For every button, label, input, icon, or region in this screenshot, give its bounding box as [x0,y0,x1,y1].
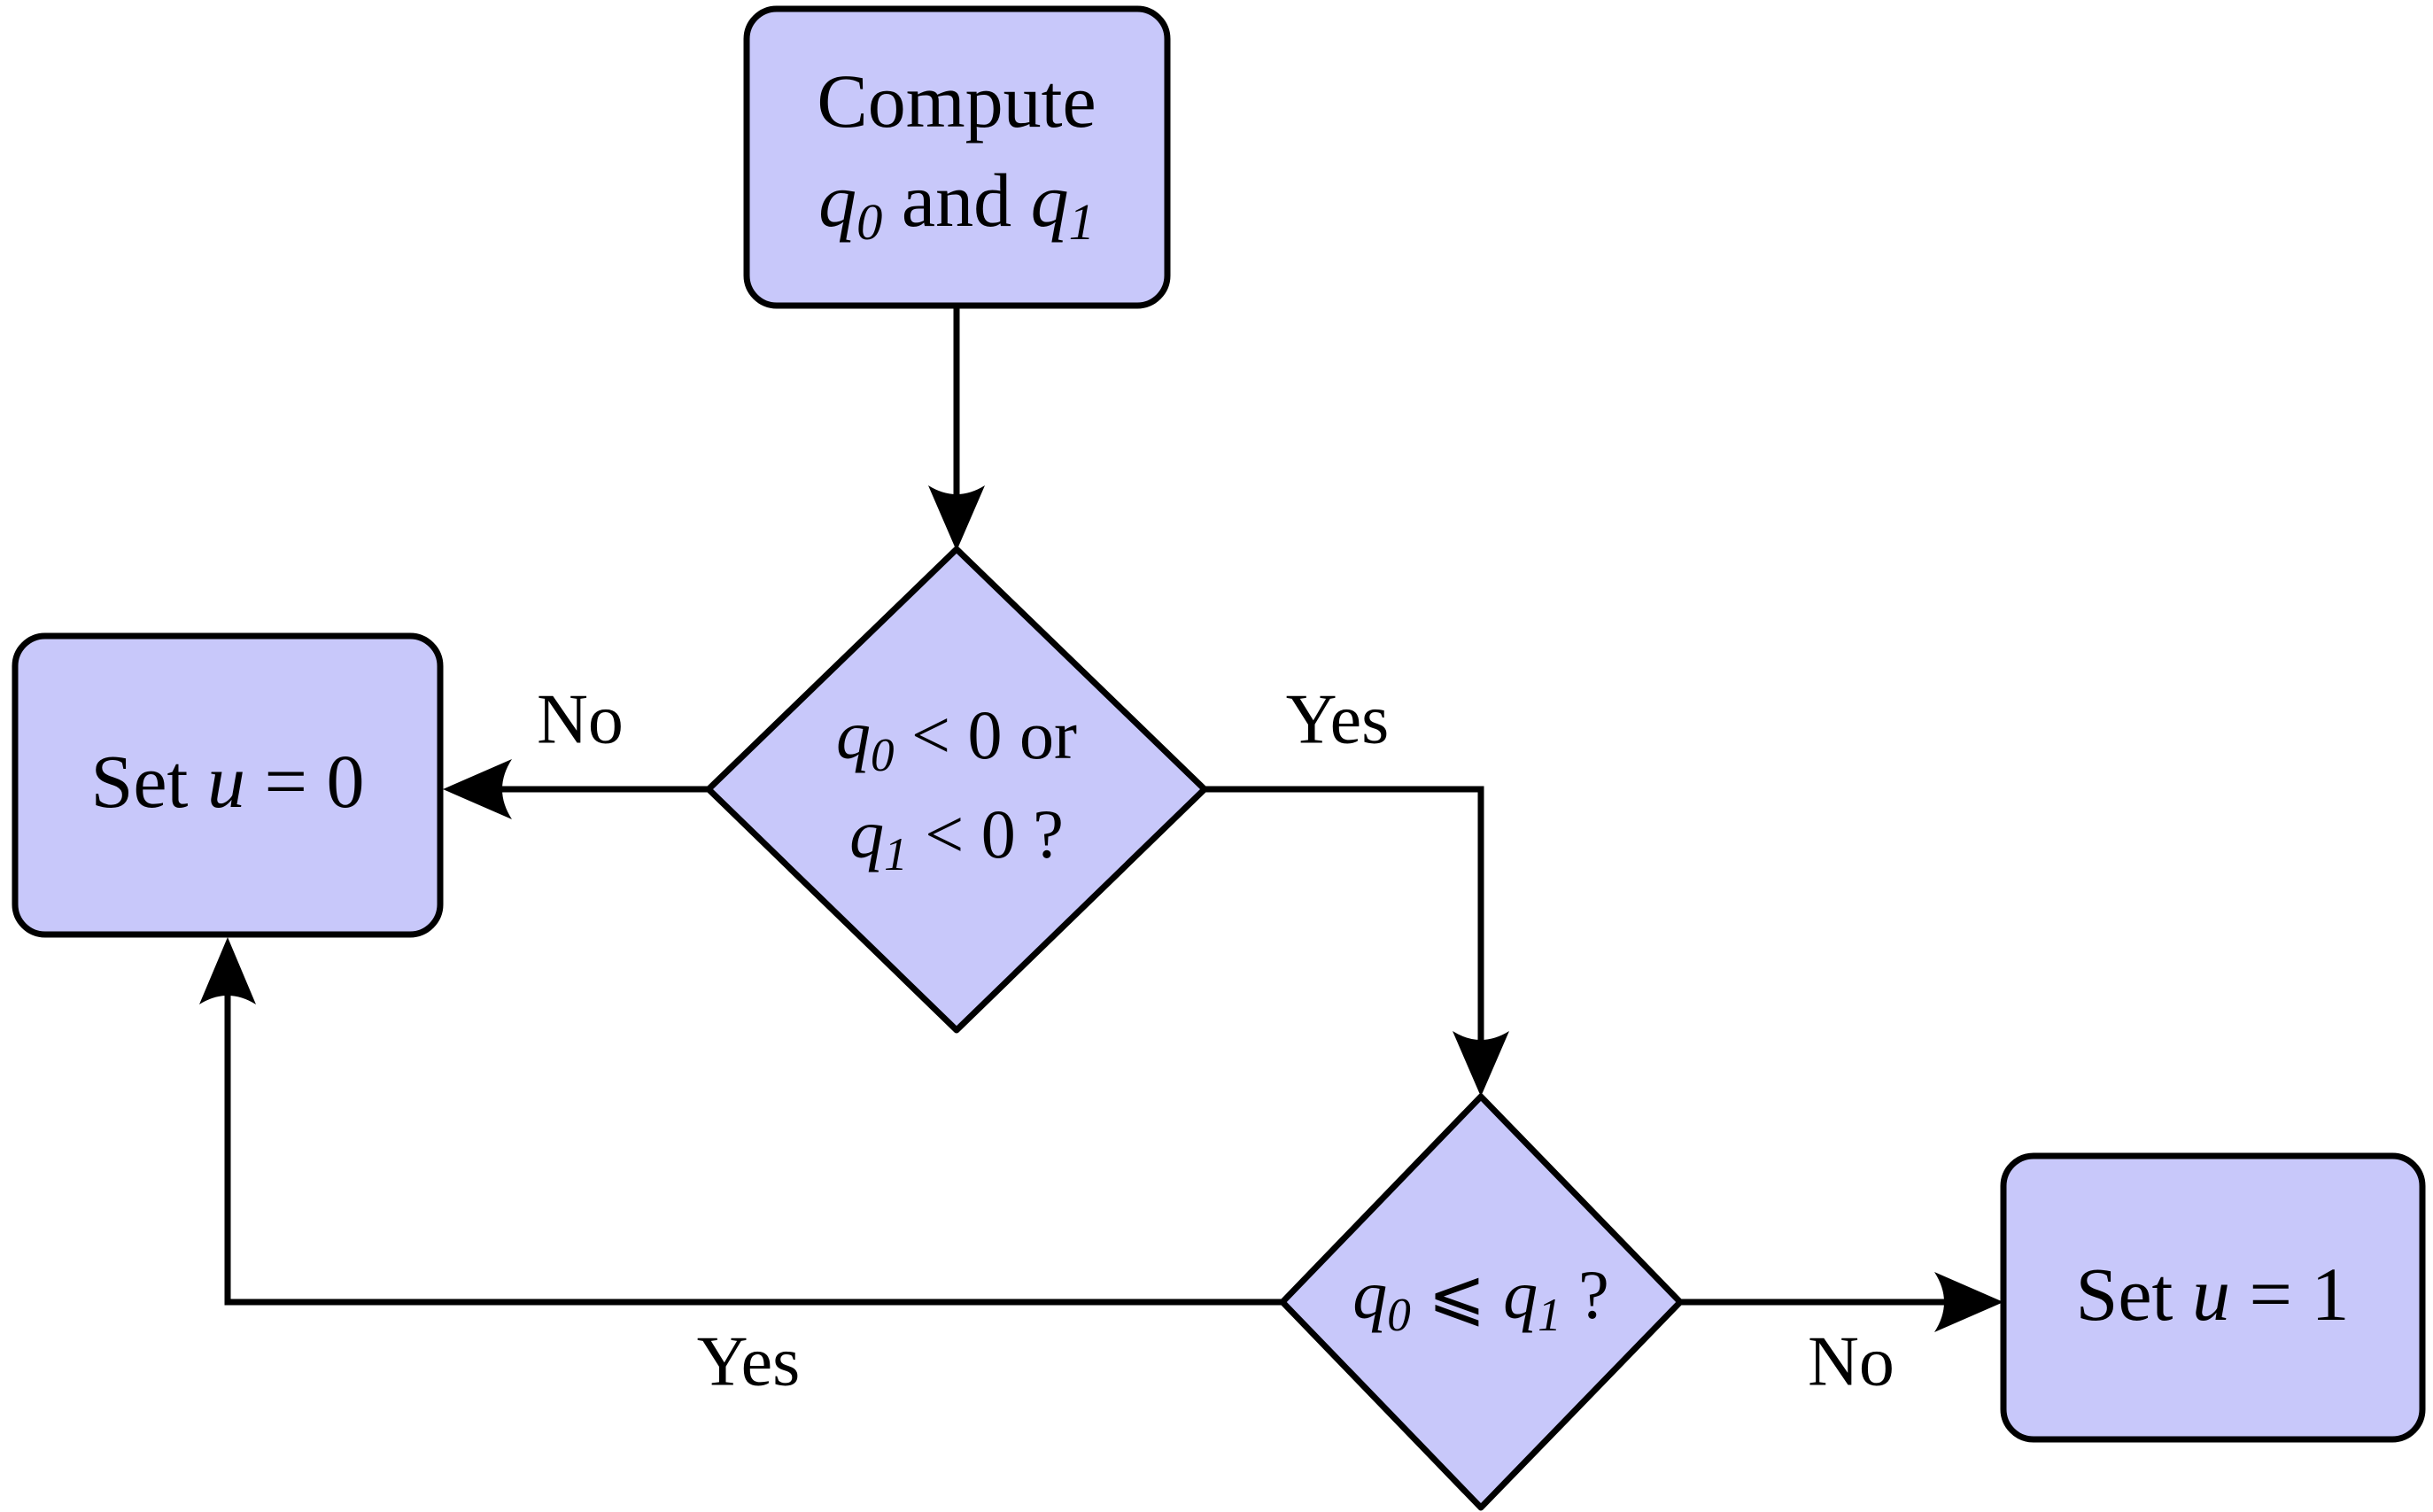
edge-decision-negative-no: No [443,680,709,819]
edge-label-yes-negative: Yes [1286,680,1389,758]
node-decision-negative[interactable]: q0 < 0 or q1 < 0 ? [705,546,1208,1034]
edge-decision-negative-yes: Yes [1205,680,1509,1097]
node-decision-compare-label: q0 ⩽ q1 ? [1352,1256,1609,1341]
edge-line [224,964,1282,1306]
edge-label-yes-compare: Yes [697,1322,800,1400]
edge-line [1205,786,1484,1074]
edge-label-no-compare: No [1808,1322,1894,1400]
edge-decision-compare-no: No [1680,1272,2003,1400]
node-decision-negative-shape[interactable] [705,546,1208,1034]
edge-compute-to-decision-negative [928,306,985,551]
node-decision-compare-shape[interactable] [1279,1093,1684,1511]
node-set-u-0[interactable]: Set u = 0 [12,632,444,938]
edge-label-no-negative: No [537,680,624,758]
arrow-head-left [443,759,512,819]
node-set-u-1-label: Set u = 1 [2076,1252,2350,1337]
node-compute-line2: q0 and q1 [818,158,1095,252]
node-compute-line1: Compute [817,58,1096,143]
arrow-head-down [928,485,985,551]
node-compute[interactable]: Compute q0 and q1 [743,5,1171,309]
node-set-u-1-shape[interactable] [2000,1152,2426,1443]
node-decision-compare[interactable]: q0 ⩽ q1 ? [1279,1093,1684,1511]
arrow-head-down [1453,1031,1509,1097]
node-set-u-0-label: Set u = 0 [91,739,365,824]
node-set-u-0-shape[interactable] [12,632,444,938]
node-decision-negative-line1: q0 < 0 or [836,696,1077,781]
node-decision-negative-line2: q1 < 0 ? [849,795,1064,880]
node-compute-shape[interactable] [743,5,1171,309]
arrow-head-right [1934,1272,2003,1332]
node-set-u-1[interactable]: Set u = 1 [2000,1152,2426,1443]
edge-decision-compare-yes: Yes [199,937,1282,1400]
arrow-head-up [199,937,256,1004]
